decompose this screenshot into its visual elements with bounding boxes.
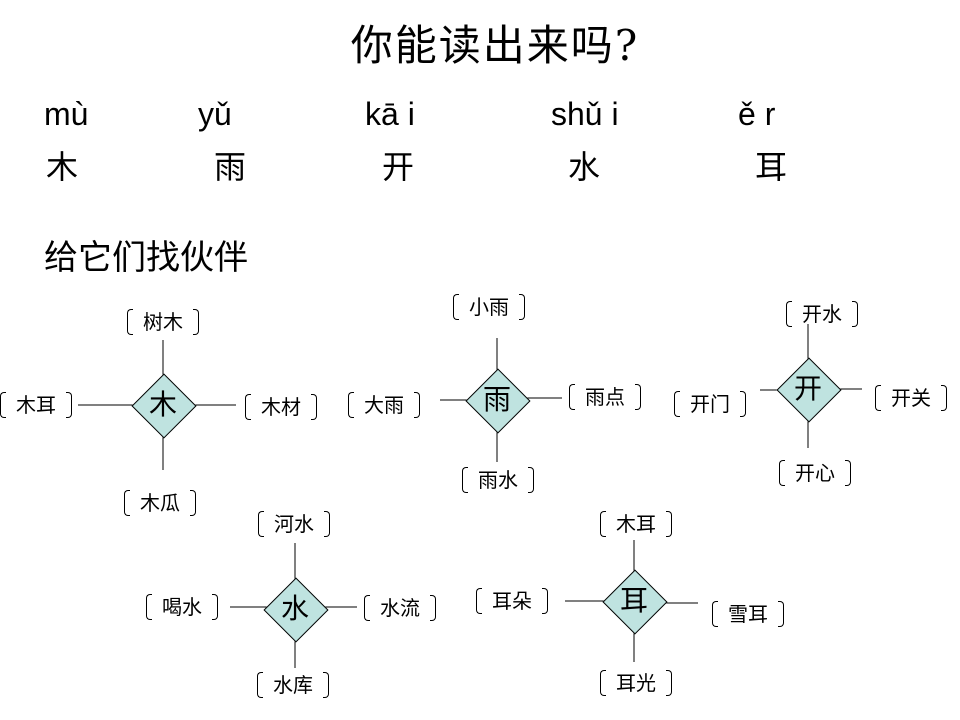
bracket-left: [600, 670, 606, 696]
bracket-right: [190, 490, 196, 516]
section-heading: 给它们找伙伴: [44, 238, 248, 278]
center-character: 耳: [619, 584, 648, 617]
word-right: 雪耳: [728, 602, 768, 626]
bracket-left: [712, 601, 718, 627]
word-left: 喝水: [162, 595, 202, 619]
word-bottom: 耳光: [616, 671, 656, 695]
pinyin-er: ě r: [738, 96, 776, 132]
bracket-right: [519, 294, 525, 320]
bracket-left: [462, 467, 468, 493]
bracket-left: [786, 301, 792, 327]
center-character: 雨: [482, 383, 511, 416]
bracket-right: [66, 392, 72, 418]
word-top: 开水: [802, 302, 842, 326]
word-top: 木耳: [616, 512, 656, 536]
word-bottom: 雨水: [478, 468, 518, 492]
word-right: 木材: [261, 395, 301, 419]
word-right: 水流: [380, 596, 420, 620]
word-left: 耳朵: [492, 589, 532, 613]
center-character: 水: [280, 592, 309, 625]
bracket-right: [635, 384, 641, 410]
bracket-left: [779, 460, 785, 486]
hanzi-shui: 水: [568, 148, 601, 186]
pinyin-shui: shǔ i: [551, 96, 619, 132]
pinyin-mu: mù: [44, 96, 89, 132]
word-left: 大雨: [364, 393, 404, 417]
bracket-right: [852, 301, 858, 327]
word-right: 雨点: [585, 385, 625, 409]
bracket-left: [476, 588, 482, 614]
bracket-right: [324, 511, 330, 537]
word-bottom: 开心: [795, 461, 835, 485]
bracket-right: [323, 672, 329, 698]
bracket-right: [941, 385, 947, 411]
center-character: 木: [148, 388, 177, 421]
word-bottom: 水库: [273, 673, 313, 697]
pinyin-yu: yǔ: [198, 96, 232, 132]
bracket-left: [127, 309, 133, 335]
bracket-left: [674, 391, 680, 417]
bracket-left: [257, 672, 263, 698]
bracket-left: [364, 595, 370, 621]
hanzi-er: 耳: [755, 148, 788, 186]
bracket-right: [845, 460, 851, 486]
word-top: 小雨: [469, 295, 509, 319]
bracket-left: [875, 385, 881, 411]
bracket-right: [778, 601, 784, 627]
bracket-right: [666, 511, 672, 537]
bracket-left: [124, 490, 130, 516]
bracket-right: [740, 391, 746, 417]
word-right: 开关: [891, 386, 931, 410]
bracket-left: [569, 384, 575, 410]
bracket-right: [666, 670, 672, 696]
center-character: 开: [793, 372, 822, 405]
bracket-left: [348, 392, 354, 418]
bracket-left: [600, 511, 606, 537]
bracket-right: [430, 595, 436, 621]
word-left: 开门: [690, 392, 730, 416]
word-top: 树木: [143, 310, 183, 334]
word-bottom: 木瓜: [140, 491, 180, 515]
bracket-right: [542, 588, 548, 614]
bracket-left: [0, 392, 6, 418]
hanzi-mu: 木: [46, 148, 79, 186]
page-title: 你能读出来吗?: [350, 21, 640, 70]
bracket-left: [245, 394, 251, 420]
hanzi-kai: 开: [382, 148, 415, 186]
bracket-right: [311, 394, 317, 420]
bracket-right: [528, 467, 534, 493]
bracket-left: [258, 511, 264, 537]
bracket-left: [146, 594, 152, 620]
bracket-left: [453, 294, 459, 320]
word-top: 河水: [274, 512, 314, 536]
bracket-right: [212, 594, 218, 620]
word-left: 木耳: [16, 393, 56, 417]
hanzi-yu: 雨: [214, 148, 247, 186]
bracket-right: [414, 392, 420, 418]
bracket-right: [193, 309, 199, 335]
pinyin-kai: kā i: [365, 96, 415, 132]
